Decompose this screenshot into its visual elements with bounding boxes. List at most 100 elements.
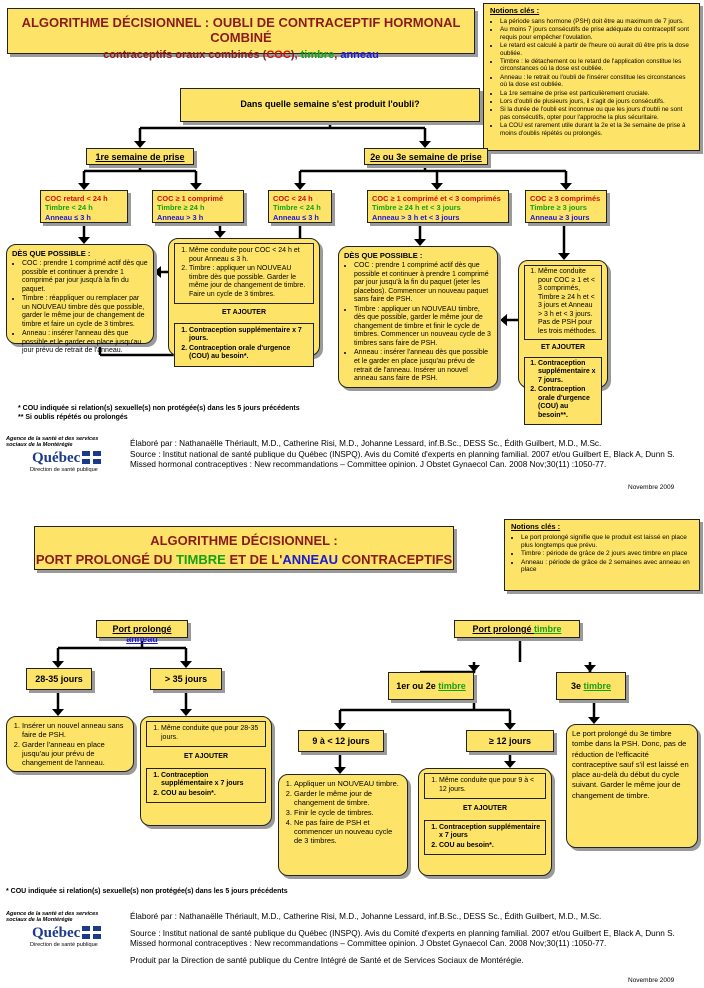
algo1-credits: Élaboré par : Nathanaëlle Thériault, M.D… — [130, 439, 700, 471]
subtitle-timbre: timbre — [300, 49, 335, 61]
notions-list: Le port prolongé signifie que le produit… — [511, 534, 693, 574]
week23-box: 2e ou 3e semaine de prise — [364, 148, 488, 165]
list-item: Contraception supplémentaire x 7 jours — [161, 772, 261, 789]
asap-heading: DÈS QUE POSSIBLE : — [12, 249, 91, 258]
subtitle-anneau: anneau — [340, 49, 379, 61]
cond-box-5: COC ≥ 3 comprimés Timbre ≥ 3 jours Annea… — [525, 190, 607, 223]
algo2-credits: Élaboré par : Nathanaëlle Thériault, M.D… — [130, 912, 700, 967]
cond-timbre: Timbre < 24 h — [45, 203, 93, 213]
asap-item-coc: COC : prendre 1 comprimé actif dès que p… — [354, 262, 492, 305]
algo2-title-box: ALGORITHME DÉCISIONNEL : PORT PROLONGÉ D… — [34, 526, 454, 570]
add-list: Contraception supplémentaire x 7 jours C… — [151, 772, 261, 799]
note-item: Lors d'oubli de plusieurs jours, il s'ag… — [500, 98, 693, 105]
algo2-footnote: * COU indiquée si relation(s) sexuelle(s… — [6, 888, 288, 895]
same-conduct-box: Même conduite pour COC ≥ 1 et < 3 compri… — [524, 265, 602, 341]
cond-box-3: COC < 24 h Timbre < 24 h Anneau ≤ 3 h — [268, 190, 332, 223]
credit-line: Élaboré par : Nathanaëlle Thériault, M.D… — [130, 912, 602, 921]
algo1-title: ALGORITHME DÉCISIONNEL : OUBLI DE CONTRA… — [21, 15, 461, 45]
list-item: Contraception supplémentaire x 7 jours — [439, 824, 541, 841]
cond-timbre: Timbre < 24 h — [273, 203, 321, 213]
logo-msss-1: Agence de la santé et des services socia… — [6, 436, 118, 473]
list-item: Insérer un nouvel anneau sans faire de P… — [22, 721, 128, 739]
cond-timbre: Timbre ≥ 3 jours — [530, 203, 587, 213]
asap-heading: DÈS QUE POSSIBLE : — [344, 251, 423, 260]
produced-line: Produit par la Direction de santé publiq… — [130, 955, 524, 965]
notions-list: La période sans hormone (PSH) doit être … — [490, 18, 693, 137]
et-ajouter-label: ET AJOUTER — [221, 309, 267, 317]
action-box-week1-late: Même conduite pour COC < 24 h et pour An… — [168, 238, 320, 367]
et-ajouter-label: ET AJOUTER — [540, 344, 586, 352]
range-28-35-box: 28-35 jours — [26, 668, 92, 690]
timbre-3-action: Le port prolongé du 3e timbre tombe dans… — [566, 724, 698, 848]
asap-box-week1: DÈS QUE POSSIBLE : COC : prendre 1 compr… — [6, 244, 154, 354]
cond-anneau: Anneau > 3 h et < 3 jours — [372, 212, 460, 222]
subtitle-text: ), — [290, 49, 301, 61]
title-text: CONTRACEPTIFS — [338, 552, 453, 567]
title-text: ET DE L' — [225, 552, 283, 567]
algo1-footnotes: * COU indiquée si relation(s) sexuelle(s… — [18, 404, 300, 422]
note-item: Anneau : le retrait ou l'oubli de l'insé… — [500, 74, 693, 89]
cond-anneau: Anneau ≥ 3 jours — [530, 212, 590, 222]
cond-coc: COC < 24 h — [273, 194, 313, 203]
same-conduct-list: Même conduite pour COC ≥ 1 et < 3 compri… — [528, 268, 598, 336]
note-item: Anneau : période de grâce de 2 semaines … — [521, 559, 693, 574]
question-box: Dans quelle semaine s'est produit l'oubl… — [180, 88, 480, 122]
action-list: Appliquer un NOUVEAU timbre. Garder le m… — [284, 779, 402, 845]
cond-coc: COC retard < 24 h — [45, 194, 108, 203]
anneau-28-35-action: Insérer un nouvel anneau sans faire de P… — [6, 716, 134, 772]
quebec-flag-icon — [82, 450, 102, 464]
action-box-week23-late: Même conduite pour COC ≥ 1 et < 3 compri… — [518, 260, 608, 425]
list-item: Contraception supplémentaire x 7 jours. — [189, 327, 309, 344]
add-box: Contraception supplémentaire x 7 jours C… — [146, 767, 266, 804]
list-item: Finir le cycle de timbres. — [294, 808, 402, 817]
source-line: Source : Institut national de santé publ… — [130, 449, 675, 470]
note-item: La 1re semaine de prise est particulière… — [500, 90, 693, 97]
asap-item-anneau: Anneau : insérer l'anneau dès que possib… — [22, 330, 148, 356]
timbre-1-2-box: 1er ou 2e timbre — [388, 672, 474, 700]
range-gt35-box: > 35 jours — [150, 668, 222, 690]
timbre-3-box: 3e timbre — [556, 672, 626, 700]
algo2-date: Novembre 2009 — [628, 977, 675, 984]
asap-item-coc: COC : prendre 1 comprimé actif dès que p… — [22, 260, 148, 294]
pp-anneau: anneau — [126, 634, 158, 644]
title-timbre: TIMBRE — [175, 552, 226, 567]
w3-text: 3e — [570, 681, 584, 691]
title-anneau: ANNEAU — [282, 552, 338, 567]
asap-list: COC : prendre 1 comprimé actif dès que p… — [12, 260, 148, 356]
add-list: Contraception supplémentaire x 7 jours. … — [528, 360, 598, 421]
same-conduct-box: Même conduite pour COC < 24 h et pour An… — [174, 243, 314, 305]
w3-timbre: timbre — [583, 681, 612, 691]
cond-box-4: COC ≥ 1 comprimé et < 3 comprimés Timbre… — [367, 190, 509, 223]
w12-text: 1er ou 2e — [396, 681, 439, 691]
subtitle-text: , — [334, 49, 341, 61]
quebec-wordmark: Québec — [32, 449, 81, 466]
days-ge12-box: ≥ 12 jours — [466, 730, 554, 752]
direction-label: Direction de santé publique — [30, 466, 98, 473]
same-conduct-list: Même conduite que pour 9 à < 12 jours. — [429, 777, 541, 794]
add-box: Contraception supplémentaire x 7 jours. … — [174, 322, 314, 367]
title-text: PORT PROLONGÉ DU — [35, 552, 176, 567]
algo1-title-box: ALGORITHME DÉCISIONNEL : OUBLI DE CONTRA… — [7, 8, 475, 61]
subtitle-coc: COC — [266, 49, 291, 61]
notions-heading: Notions clés : — [490, 6, 540, 15]
algo2-notions-cles: Notions clés : Le port prolongé signifie… — [504, 519, 700, 591]
list-item: COU au besoin*. — [439, 842, 541, 851]
action-list: Insérer un nouvel anneau sans faire de P… — [12, 721, 128, 767]
note-item: La période sans hormone (PSH) doit être … — [500, 18, 693, 25]
algo1-notions-cles: Notions clés : La période sans hormone (… — [483, 3, 700, 151]
algo2-title-1: ALGORITHME DÉCISIONNEL : — [150, 533, 338, 548]
cond-box-2: COC ≥ 1 comprimé Timbre ≥ 24 h Anneau > … — [152, 190, 244, 223]
port-prolonge-timbre-box: Port prolongé timbre — [454, 620, 580, 638]
et-ajouter-label: ET AJOUTER — [462, 805, 508, 813]
list-item: Contraception orale d'urgence (COU) au b… — [538, 386, 598, 420]
footnote-1: * COU indiquée si relation(s) sexuelle(s… — [18, 405, 300, 412]
quebec-flag-icon — [82, 925, 102, 939]
w12-timbre: timbre — [438, 681, 466, 691]
footnote-2: ** Si oublis répétés ou prolongés — [18, 414, 128, 422]
asap-item-anneau: Anneau : insérer l'anneau dès que possib… — [354, 349, 492, 383]
list-item: Ne pas faire de PSH et commencer un nouv… — [294, 818, 402, 845]
note-item: Le retard est calculé à partir de l'heur… — [500, 42, 693, 57]
list-item: Contraception supplémentaire x 7 jours. — [538, 360, 598, 386]
same-conduct-box: Même conduite que pour 9 à < 12 jours. — [424, 773, 546, 800]
list-item: Garder le même jour de changement de tim… — [294, 789, 402, 807]
